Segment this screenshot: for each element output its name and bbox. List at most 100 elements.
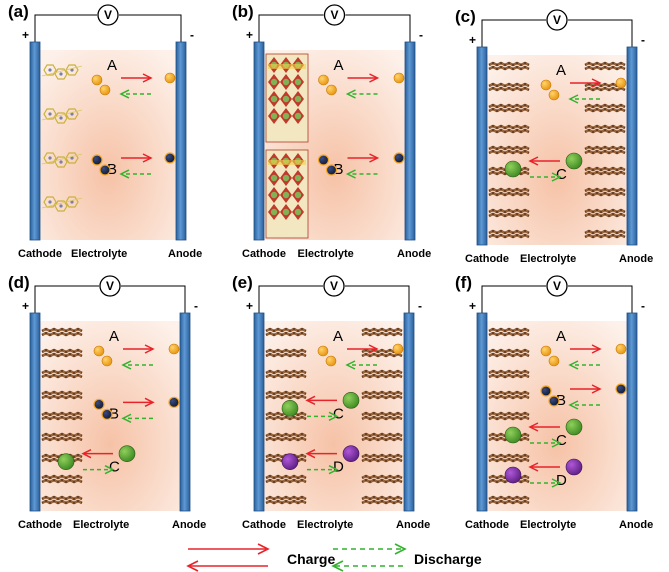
charge-arrow-c [570,78,602,88]
cathode-electrode-c [476,46,488,246]
anode-layer-c [584,166,626,176]
cathode-layer-c [488,103,530,113]
charge-arrow-b [347,73,380,83]
discharge-arrow-b [345,169,378,179]
ion-C-e [281,400,299,417]
voltmeter-label-d: V [106,279,114,293]
panel-label-b: (b) [232,2,254,21]
minus-sign-b: - [419,28,423,42]
anode-layer-c [584,208,626,218]
voltmeter-f [546,275,568,297]
voltmeter-label-e: V [330,279,338,293]
ion-A-a [164,72,176,84]
ion-A-e [392,343,404,355]
ion-label-e-C: C [333,405,344,422]
voltmeter-label-f: V [553,279,561,293]
cathode-layer-c [488,145,530,155]
cathode-layer-d [41,495,83,505]
charge-arrow-f [570,384,602,394]
cathode-electrode-d [29,312,41,512]
ion-B-a [91,154,103,166]
wire-left-e [258,285,323,313]
cathode-electrode-b [253,41,265,241]
charge-arrow-f [528,422,560,432]
plus-sign-c: + [469,33,476,47]
wire-right-b [345,14,411,42]
panel-label-d: (d) [8,273,30,292]
anode-label-e: Anode [396,519,430,531]
ion-C-d [118,445,136,462]
anode-electrode-b [404,41,416,241]
cathode-layer-c [488,124,530,134]
electrolyte-label-c: Electrolyte [520,253,576,265]
ion-label-f-A: A [556,328,566,345]
wire-right-e [345,285,410,313]
cathode-framework-b [265,149,309,239]
cathode-layer-e [265,369,307,379]
wire-right-a [119,14,182,42]
ion-B-a [99,164,111,176]
ion-label-d-C: C [109,459,120,476]
anode-layer-e [361,474,403,484]
panel-label-c: (c) [455,7,476,26]
charge-arrow-e [305,448,337,459]
anode-layer-e [361,495,403,505]
legend-discharge-arrows [331,543,407,572]
discharge-arrow-d [121,360,153,370]
cathode-layer-e [265,327,307,337]
ion-label-b-A: A [334,57,344,74]
cathode-layer-e [265,390,307,400]
cathode-layer-c [488,208,530,218]
cathode-crystal-a [41,108,83,124]
legend-charge-label: Charge [287,551,335,567]
anode-layer-e [361,453,403,463]
ion-C-c [565,152,583,170]
minus-sign-f: - [641,299,645,313]
cathode-layer-e [265,348,307,358]
panel-label-f: (f) [455,273,472,292]
cathode-electrode-e [253,312,265,512]
voltmeter-a [97,4,119,26]
voltmeter-c [546,9,568,31]
ion-B-b [317,154,330,166]
cathode-label-d: Cathode [18,519,62,531]
cathode-label-c: Cathode [465,253,509,265]
wire-right-c [568,19,633,47]
cathode-layer-c [488,187,530,197]
ion-label-c-C: C [556,166,567,183]
charge-arrow-d [123,344,155,354]
ion-B-a [164,152,176,164]
voltmeter-label-a: V [104,8,112,22]
discharge-arrow-a [119,169,151,179]
cathode-layer-f [488,495,530,505]
ion-C-c [504,160,522,178]
ion-B-b [393,152,405,164]
minus-sign-c: - [641,33,645,47]
minus-sign-d: - [194,299,198,313]
charge-arrow-e [305,395,337,406]
ion-label-d-B: B [109,405,119,422]
anode-electrode-f [626,312,638,512]
cathode-layer-c [488,229,530,239]
wire-right-f [568,285,633,313]
cathode-layer-d [41,390,83,400]
electrolyte-label-d: Electrolyte [73,519,129,531]
ion-label-f-B: B [556,392,566,409]
ion-A-a [91,74,103,86]
ion-label-c-A: A [556,62,566,79]
anode-layer-c [584,103,626,113]
discharge-arrow-e [307,411,339,422]
cathode-crystal-a [41,196,83,212]
discharge-arrow-c [568,94,600,104]
electrolyte-label-b: Electrolyte [298,248,354,260]
anode-electrode-a [175,41,187,241]
ion-A-f [615,343,627,355]
ion-label-a-B: B [107,161,117,178]
voltmeter-e [323,275,345,297]
ion-label-e-D: D [333,459,344,476]
cathode-layer-d [41,474,83,484]
anode-label-b: Anode [397,248,431,260]
